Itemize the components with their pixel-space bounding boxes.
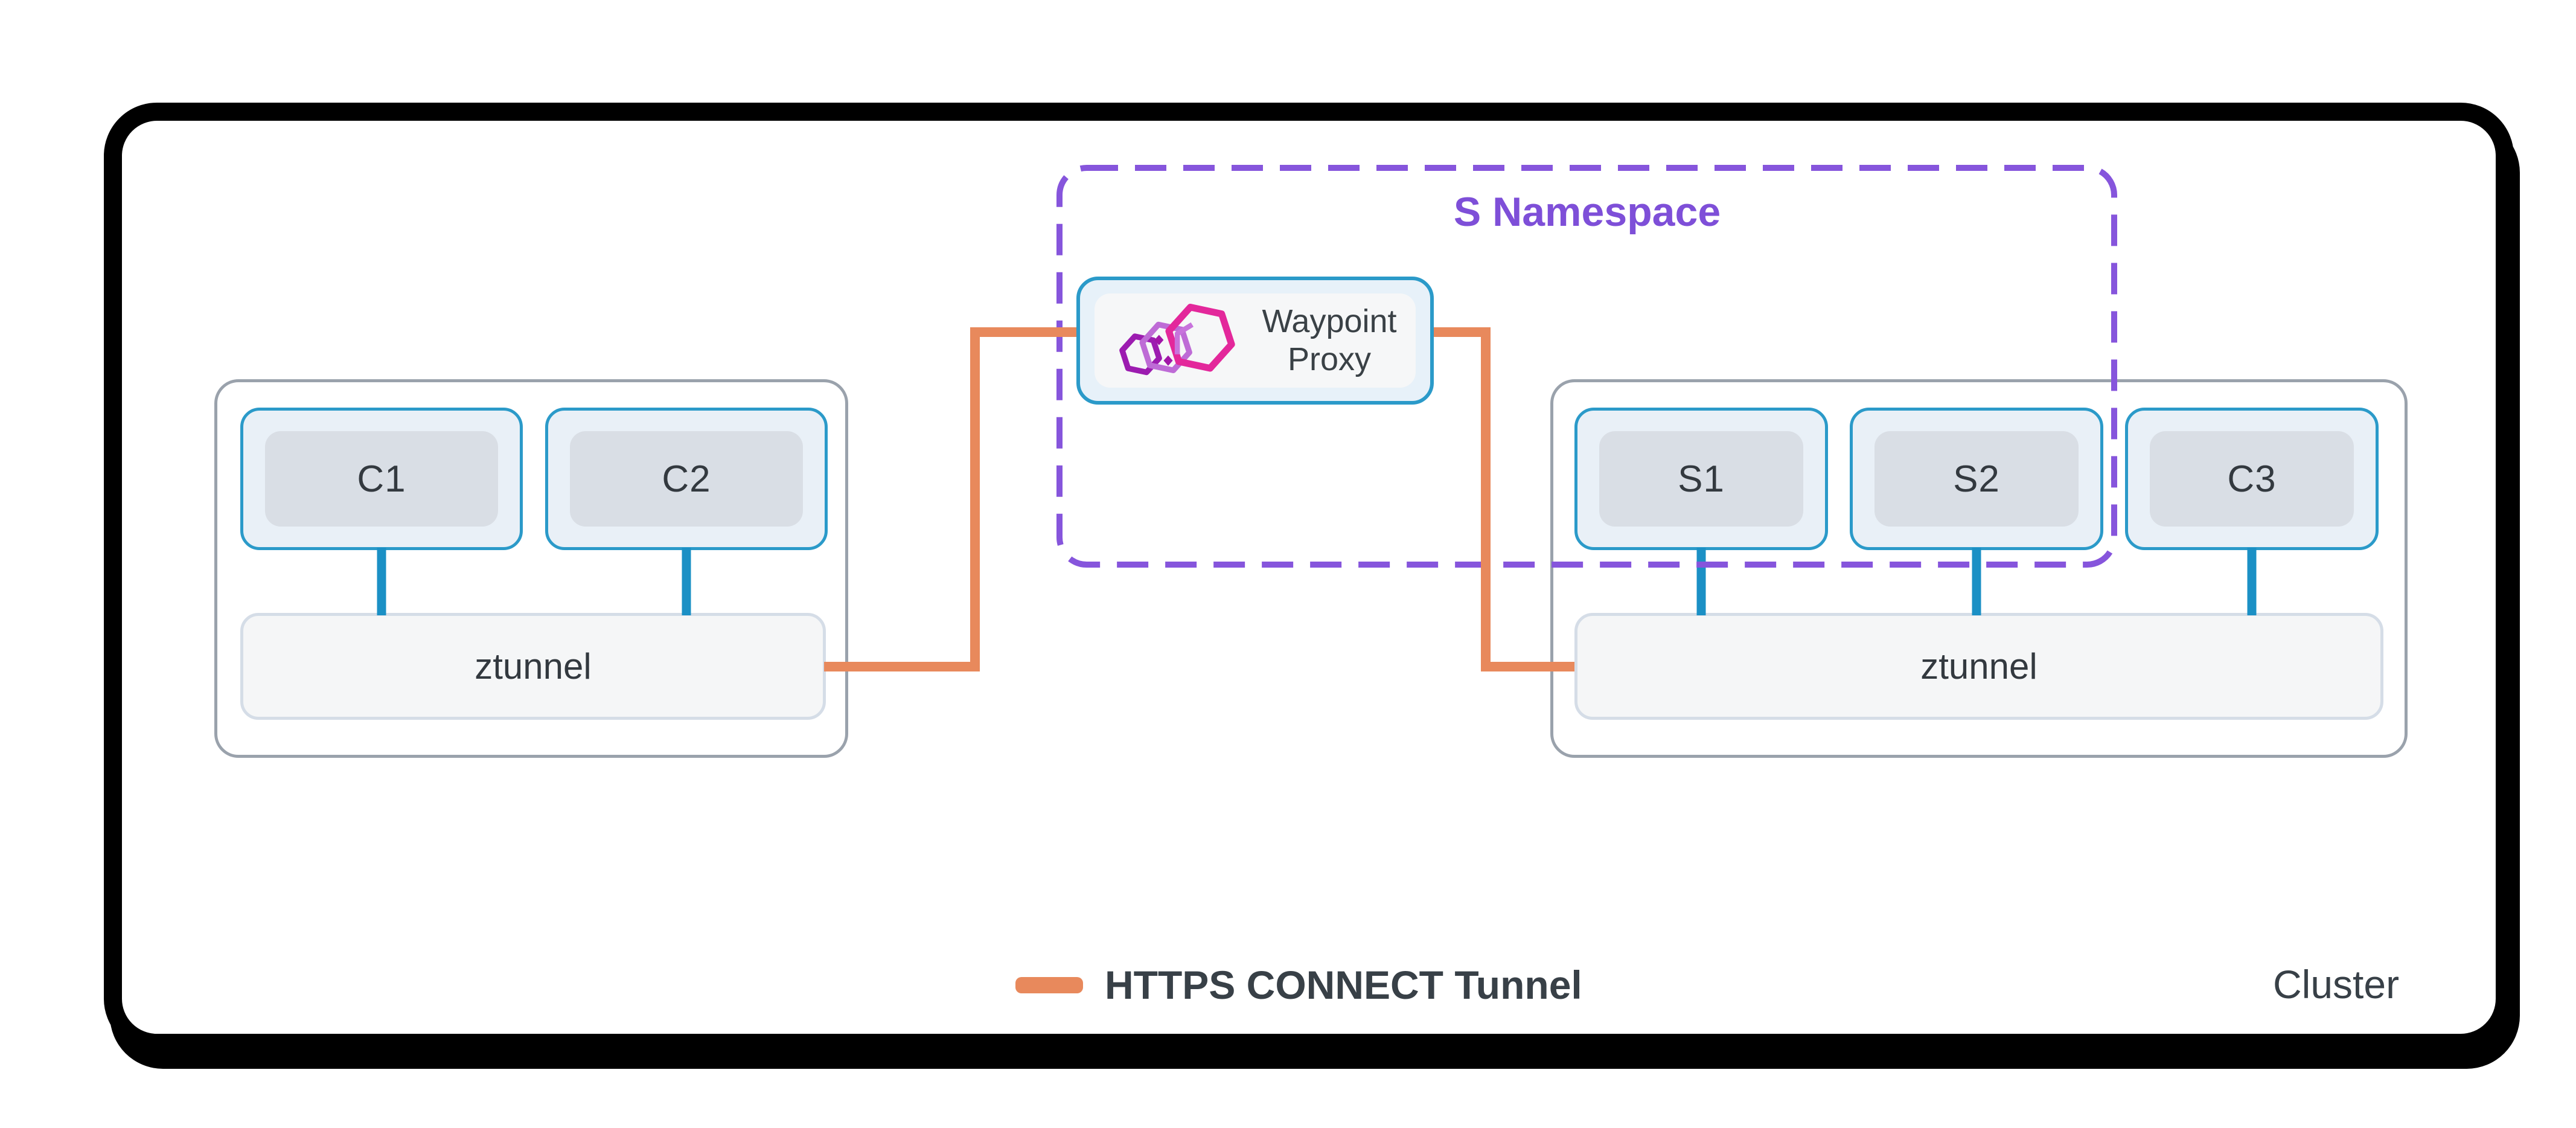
legend-tunnel-swatch (1015, 976, 1083, 993)
pod-c1: C1 (240, 408, 523, 550)
waypoint-proxy-box: Waypoint Proxy (1076, 277, 1434, 405)
pod-s1: S1 (1574, 408, 1828, 550)
pod-c1-inner: C1 (265, 431, 498, 527)
ztunnel-right: ztunnel (1574, 613, 2383, 720)
pod-c1-label: C1 (357, 458, 406, 500)
pod-c3: C3 (2125, 408, 2379, 550)
legend-tunnel-label: HTTPS CONNECT Tunnel (1105, 963, 1582, 1007)
waypoint-proxy-label: Waypoint Proxy (1262, 303, 1396, 379)
pod-c2: C2 (545, 408, 828, 550)
ztunnel-left-label: ztunnel (475, 646, 592, 687)
legend: HTTPS CONNECT Tunnel (1015, 963, 1582, 1007)
waypoint-proxy-inner: Waypoint Proxy (1095, 293, 1416, 388)
pod-s1-inner: S1 (1599, 431, 1803, 527)
waypoint-proxy-label-line2: Proxy (1287, 341, 1372, 377)
hexagon-back (1119, 333, 1163, 376)
pod-s2-inner: S2 (1874, 431, 2079, 527)
pod-s1-label: S1 (1678, 458, 1725, 500)
accent-diamond-1 (1154, 335, 1164, 345)
pod-c3-label: C3 (2227, 458, 2277, 500)
pod-s2: S2 (1850, 408, 2103, 550)
waypoint-hexagons-icon (1119, 304, 1236, 376)
hexagon-inner-edge (1175, 322, 1194, 354)
pod-s2-label: S2 (1953, 458, 2000, 500)
cluster-label: Cluster (2273, 962, 2400, 1007)
ztunnel-right-label: ztunnel (1920, 646, 2037, 687)
accent-diamond-2 (1163, 355, 1174, 366)
ztunnel-left: ztunnel (240, 613, 826, 720)
pod-c3-inner: C3 (2150, 431, 2354, 527)
pod-c2-label: C2 (662, 458, 711, 500)
pod-c2-inner: C2 (570, 431, 803, 527)
waypoint-proxy-label-line1: Waypoint (1262, 303, 1397, 339)
hexagon-front (1165, 304, 1236, 372)
namespace-label: S Namespace (1453, 189, 1721, 235)
